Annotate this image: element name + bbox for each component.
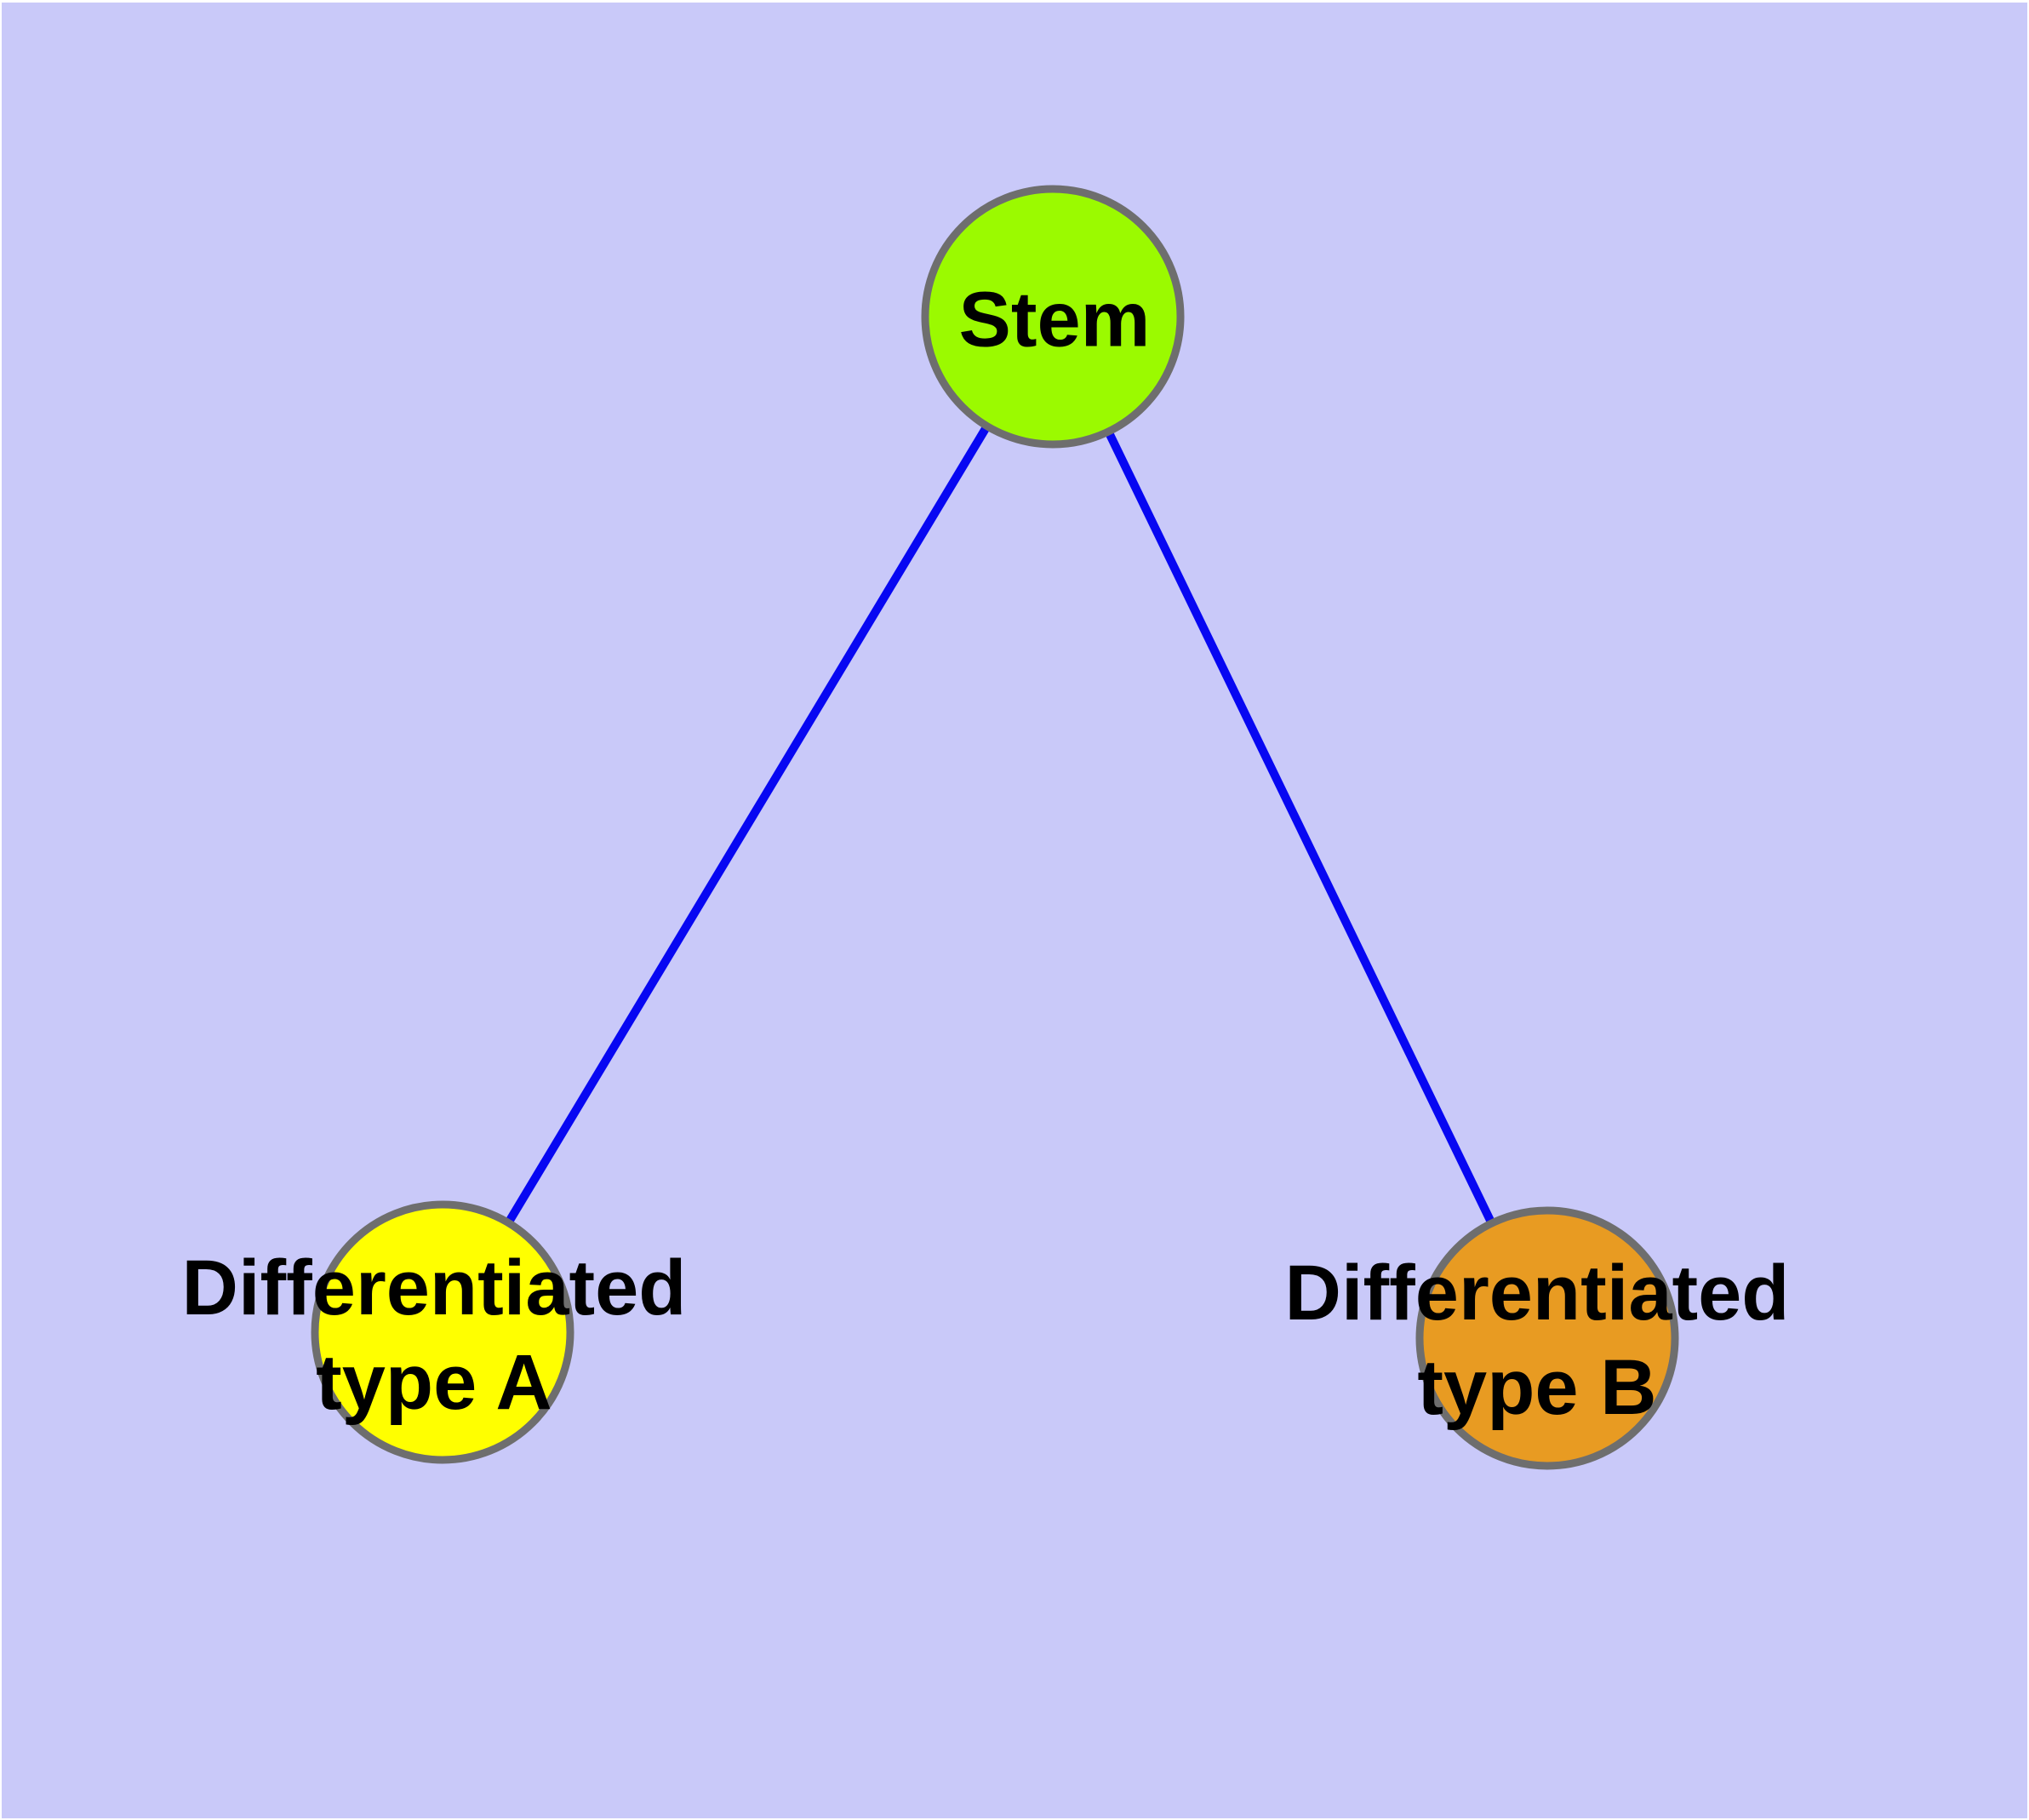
- edge-stem-to-type-a: [438, 314, 1057, 1335]
- edge-stem-to-type-b: [1049, 314, 1552, 1341]
- graph-figure: [311, 185, 1679, 1470]
- node-type-b-circle: [1415, 1206, 1679, 1470]
- node-stem-circle: [921, 185, 1185, 449]
- node-stem-label: Stem: [959, 273, 1151, 368]
- node-type-b-label: Differentiated type B: [1285, 1246, 1790, 1435]
- graph-canvas: Stem Differentiated type A Differentiate…: [2, 3, 2027, 1818]
- node-type-b-label-line2: type B: [1417, 1344, 1657, 1431]
- node-type-a-label-line2: type A: [316, 1339, 552, 1426]
- node-type-a-label: Differentiated type A: [182, 1241, 687, 1430]
- node-type-b-label-line1: Differentiated: [1284, 1250, 1790, 1336]
- node-type-a-circle: [311, 1200, 574, 1464]
- node-type-a-label-line1: Differentiated: [181, 1245, 687, 1331]
- node-stem-label-text: Stem: [958, 276, 1151, 363]
